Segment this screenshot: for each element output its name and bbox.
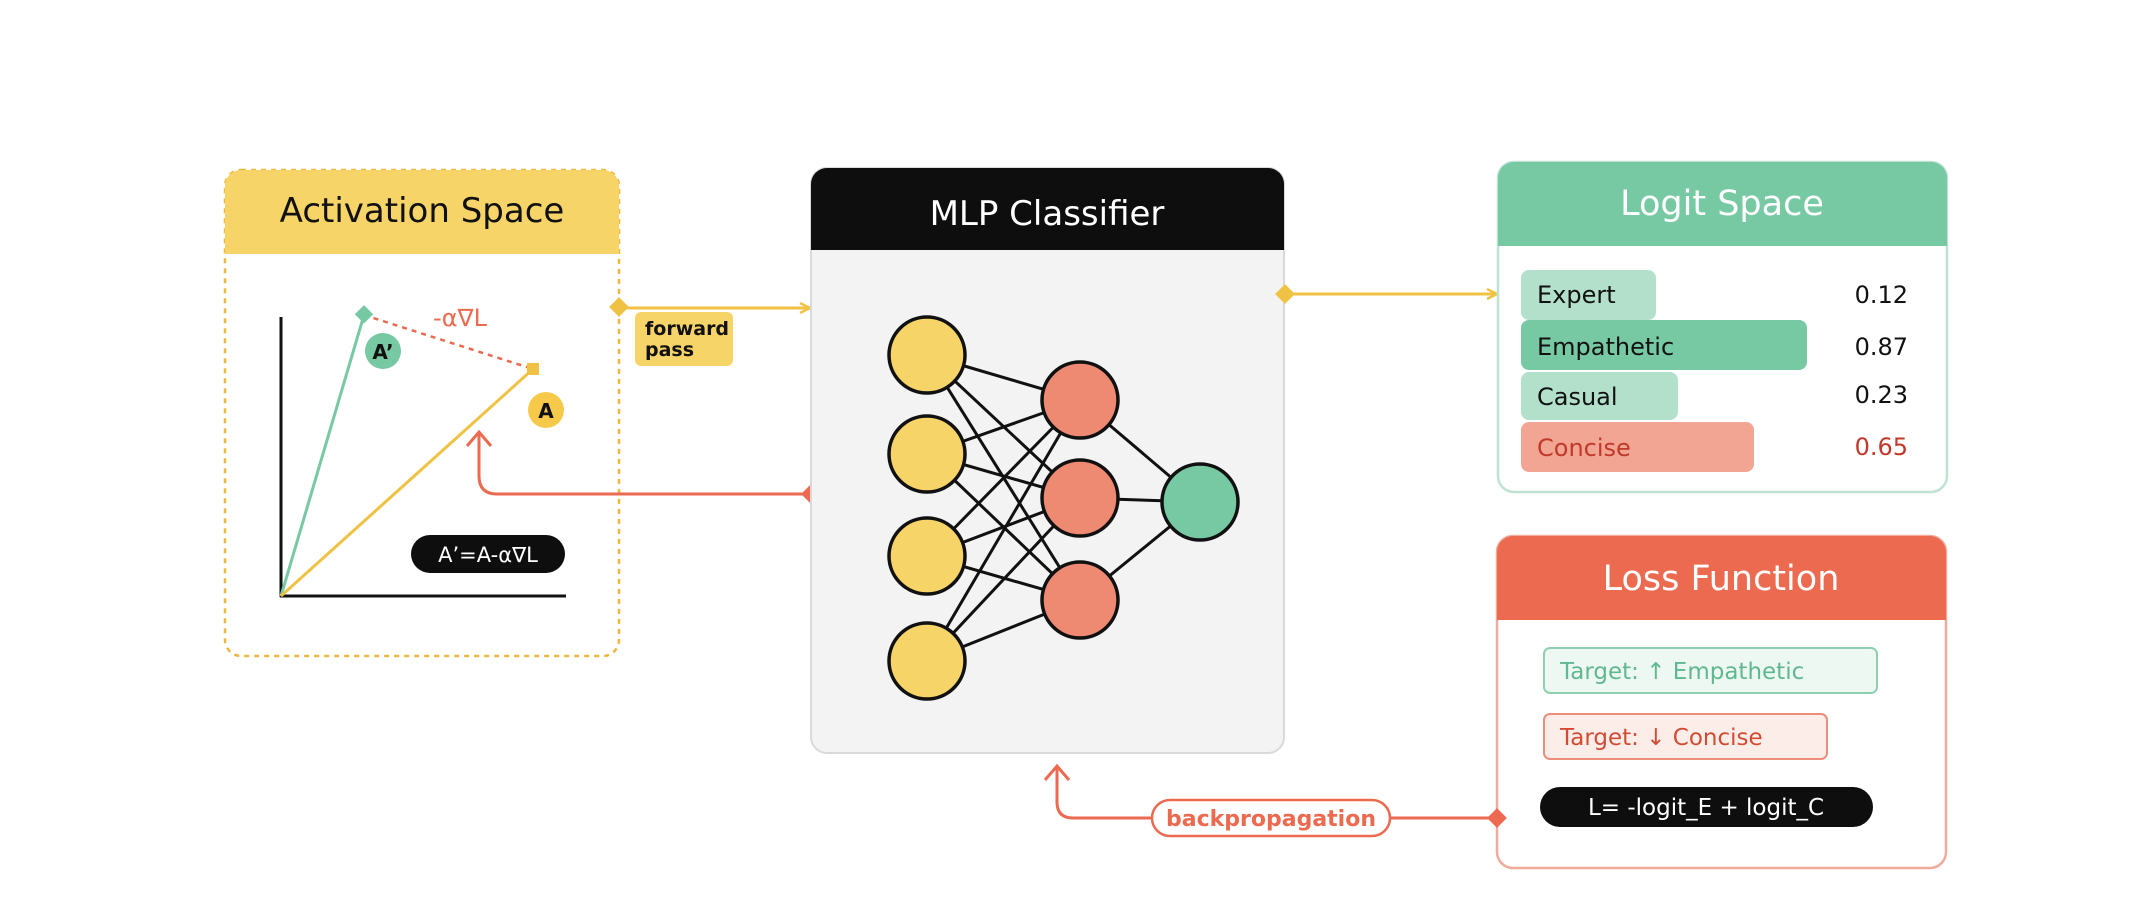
loss-function-panel: Loss Function Target: ↑ Empathetic Targe… bbox=[1495, 534, 1948, 870]
logit-space-panel: Logit Space Expert 0.12 Empathetic 0.87 … bbox=[1496, 160, 1949, 494]
logit-arrow-diamond bbox=[1275, 284, 1295, 304]
forward-pass-label-line1: forward bbox=[645, 318, 729, 340]
logit-value-empathetic: 0.87 bbox=[1855, 333, 1908, 361]
logit-label-casual: Casual bbox=[1537, 383, 1618, 411]
gradient-update-connector bbox=[465, 429, 821, 504]
logit-bar-concise bbox=[1521, 422, 1754, 472]
logit-value-casual: 0.23 bbox=[1855, 381, 1908, 409]
forward-pass-label-line2: pass bbox=[645, 339, 694, 361]
gradient-update-arrowhead bbox=[465, 429, 493, 447]
logit-label-empathetic: Empathetic bbox=[1537, 333, 1674, 361]
backpropagation-badge bbox=[1150, 798, 1392, 838]
logit-label-expert: Expert bbox=[1537, 281, 1616, 309]
activation-space-header bbox=[225, 170, 619, 254]
vector-a bbox=[279, 367, 535, 598]
point-a-prime-marker bbox=[354, 305, 374, 324]
logit-space-title: Logit Space bbox=[1620, 184, 1824, 224]
mlp-classifier-panel: MLP Classifier bbox=[810, 167, 1285, 754]
target-down-tag bbox=[1543, 713, 1828, 760]
update-formula-pill bbox=[411, 535, 565, 573]
backpropagation-diamond bbox=[1487, 808, 1507, 828]
backpropagation-path bbox=[1055, 768, 1497, 820]
target-down-text: Target: ↓ Concise bbox=[1559, 725, 1763, 751]
mlp-classifier-title: MLP Classifier bbox=[930, 194, 1165, 234]
point-a-prime-label: A’ bbox=[372, 340, 393, 364]
loss-function-header bbox=[1497, 536, 1946, 620]
activation-space-title: Activation Space bbox=[280, 191, 565, 231]
logit-value-concise: 0.65 bbox=[1855, 433, 1908, 461]
input-node bbox=[887, 414, 967, 494]
target-up-text: Target: ↑ Empathetic bbox=[1559, 659, 1804, 685]
input-node bbox=[887, 621, 967, 701]
logit-value-expert: 0.12 bbox=[1855, 281, 1908, 309]
loss-function-title: Loss Function bbox=[1603, 559, 1840, 599]
mlp-classifier-header bbox=[811, 168, 1284, 250]
gradient-label: -α∇L bbox=[433, 304, 488, 332]
logit-bar-empathetic bbox=[1521, 320, 1807, 370]
logit-bar-casual bbox=[1521, 372, 1678, 420]
point-a-prime-badge bbox=[365, 333, 401, 369]
logit-bar-expert bbox=[1521, 270, 1656, 320]
mlp-classifier-body bbox=[810, 167, 1285, 754]
hidden-node bbox=[1040, 360, 1120, 440]
logit-space-header bbox=[1498, 162, 1947, 246]
forward-pass-badge bbox=[635, 312, 733, 366]
input-node bbox=[887, 516, 967, 596]
logit-connector bbox=[1275, 284, 1497, 304]
update-formula: A’=A-α∇L bbox=[438, 543, 538, 567]
logit-label-concise: Concise bbox=[1537, 434, 1631, 462]
backpropagation-connector: backpropagation bbox=[1043, 763, 1507, 838]
target-up-tag bbox=[1543, 647, 1878, 694]
vector-a-prime bbox=[279, 314, 366, 597]
gradient-update-path bbox=[477, 434, 811, 496]
backpropagation-arrowhead bbox=[1043, 763, 1071, 781]
forward-pass-connector: forward pass bbox=[609, 297, 810, 366]
loss-formula: L= -logit_E + logit_C bbox=[1588, 795, 1824, 821]
point-a-marker bbox=[527, 363, 539, 375]
backpropagation-label: backpropagation bbox=[1166, 807, 1376, 832]
hidden-node bbox=[1040, 458, 1120, 538]
point-a-label: A bbox=[538, 399, 554, 423]
hidden-node bbox=[1040, 560, 1120, 640]
output-node bbox=[1160, 462, 1240, 542]
point-a-badge bbox=[528, 392, 564, 428]
forward-pass-diamond bbox=[609, 297, 629, 317]
activation-space-panel: Activation Space -α∇L A’ A A’=A-α∇L bbox=[223, 168, 621, 658]
input-node bbox=[887, 315, 967, 395]
loss-formula-pill bbox=[1540, 787, 1873, 827]
